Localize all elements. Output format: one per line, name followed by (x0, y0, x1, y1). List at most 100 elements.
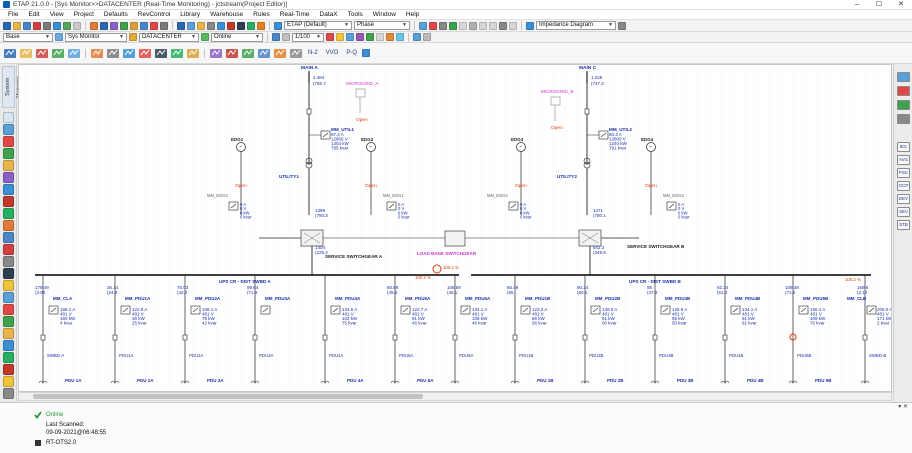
impedance-diagram-combo[interactable]: Impedance Diagram▼ (536, 21, 616, 30)
etap-mode-icon[interactable] (274, 21, 282, 30)
feeder-meter-reading[interactable]: 91 kW (602, 316, 616, 321)
feeder-meter-12-needle[interactable] (800, 307, 807, 313)
bolt-icon[interactable] (257, 21, 265, 30)
generator-2-symbol[interactable]: ~ (369, 145, 372, 151)
feeder-switch-label[interactable]: PDU5B (797, 353, 811, 358)
menu-rules[interactable]: Rules (253, 10, 270, 18)
left-tool-9-icon[interactable] (3, 208, 14, 219)
zoom-in-icon[interactable] (423, 33, 431, 41)
utility-meter-2-needle[interactable] (600, 132, 607, 138)
left-tool-2-icon[interactable] (3, 124, 14, 135)
etap-mode-combo[interactable]: ETAP (Default)▼ (284, 21, 352, 30)
meter-reading[interactable]: 0 kW (678, 210, 688, 215)
alarm-icon[interactable] (326, 33, 334, 41)
feeder-breaker-7[interactable] (452, 334, 458, 341)
left-tool-10-icon[interactable] (3, 220, 14, 231)
feeder-switch-label[interactable]: PDU1A (119, 353, 133, 358)
feeder-meter-reading[interactable]: 180 kW (60, 316, 76, 321)
feeder-breaker-1[interactable] (40, 334, 46, 341)
find-icon[interactable] (90, 21, 98, 30)
feeder-breaker-10[interactable] (652, 334, 658, 341)
switchgear-label[interactable]: SERVICE SWITCHGEAR B (627, 244, 685, 249)
right-tool-iec[interactable]: IEC (897, 142, 910, 152)
optimal-power-icon[interactable] (170, 46, 184, 60)
online-combo[interactable]: Online▼ (211, 32, 263, 42)
main-breaker-1[interactable] (306, 108, 312, 115)
feeder-meter-reading[interactable]: 134.1 A (472, 307, 487, 312)
feeder-meter-reading[interactable]: 134.5 A (342, 307, 357, 312)
meter-reading[interactable]: 0 kW (520, 210, 530, 215)
format-icon-10[interactable] (509, 21, 517, 30)
switching-icon[interactable] (209, 46, 223, 60)
save-icon[interactable] (13, 21, 21, 30)
playback-icon[interactable] (356, 33, 364, 41)
left-tool-20-icon[interactable] (3, 340, 14, 351)
left-tool-12-icon[interactable] (3, 244, 14, 255)
right-icon-4[interactable] (897, 114, 910, 124)
feeder-meter-7-needle[interactable] (462, 307, 469, 313)
meter-reading[interactable]: 0 kvar (678, 215, 690, 220)
base-combo[interactable]: Base▼ (3, 32, 53, 42)
generator-1[interactable] (236, 142, 246, 152)
meter-reading[interactable]: 0 A (398, 202, 404, 207)
cut-icon[interactable] (33, 21, 41, 30)
feeder-breaker-13[interactable] (862, 334, 868, 341)
feeder-meter-reading[interactable]: 95 kW (672, 316, 686, 321)
paste-icon[interactable] (53, 21, 61, 30)
meter-reading[interactable]: 0 V (678, 206, 684, 211)
load-bank-switchgear[interactable] (444, 230, 466, 247)
dc-system-icon[interactable] (122, 46, 136, 60)
short-circuit-icon[interactable] (19, 46, 33, 60)
left-tool-6-icon[interactable] (3, 172, 14, 183)
star-protection-icon[interactable] (257, 46, 271, 60)
feeder-switch-label[interactable]: PDU2B (589, 353, 603, 358)
switchgear-kw-out[interactable]: 942.3 (593, 245, 605, 250)
breaker-open-label[interactable]: Open (365, 183, 377, 189)
library-icon[interactable] (160, 21, 168, 30)
right-tool-avg[interactable]: AVG (897, 155, 910, 165)
menu-datax[interactable]: DataX (319, 10, 338, 18)
print-icon[interactable] (23, 21, 31, 30)
left-tool-8-icon[interactable] (3, 196, 14, 207)
menu-realtime[interactable]: Real-Time (279, 10, 310, 18)
feeder-meter-reading[interactable]: 70 kvar (810, 321, 825, 326)
menu-help[interactable]: Help (405, 10, 420, 18)
meter-name[interactable]: MM_UTIL1 (331, 127, 354, 132)
left-tool-16-icon[interactable] (3, 292, 14, 303)
datacenter-combo[interactable]: DATACENTER▼ (139, 32, 199, 42)
left-tool-5-icon[interactable] (3, 160, 14, 171)
panel-icon[interactable] (225, 46, 239, 60)
monitor-combo[interactable]: Sys Monitor▼ (65, 32, 127, 42)
vvo-label[interactable]: VVO (325, 50, 339, 56)
menu-edit[interactable]: Edit (28, 10, 40, 18)
feeder-switch-label[interactable]: PDU4B (729, 353, 743, 358)
feeder-meter-reading[interactable]: 108 kW (472, 316, 488, 321)
config-icon[interactable] (55, 33, 63, 41)
feeder-meter-3-needle[interactable] (192, 307, 199, 313)
feeder-meter-reading[interactable]: 481 V (877, 312, 889, 317)
format-icon-2[interactable] (429, 21, 437, 30)
feeder-switch-label[interactable]: PDU1B (519, 353, 533, 358)
feeder-meter-8-needle[interactable] (522, 307, 529, 313)
menu-tools[interactable]: Tools (347, 10, 363, 18)
switchgear-kw-out[interactable]: 1404 (315, 245, 326, 250)
copy-icon[interactable] (43, 21, 51, 30)
feeder-meter-reading[interactable]: 91 kW (412, 316, 426, 321)
feeder-breaker-4[interactable] (252, 334, 258, 341)
theme-icon[interactable] (150, 21, 158, 30)
bus-percent[interactable]: 100.2 % (845, 277, 861, 282)
feeder-meter-reading[interactable]: 205.0 A (877, 307, 892, 312)
feeder-meter-reading[interactable]: 42 kvar (202, 321, 217, 326)
left-tool-19-icon[interactable] (3, 328, 14, 339)
feeder-breaker-9[interactable] (582, 334, 588, 341)
utility-transformer-1[interactable] (305, 157, 313, 165)
switchgear-kw[interactable]: 1371 (593, 208, 604, 213)
feeder-meter-reading[interactable]: 56 kvar (532, 321, 547, 326)
zoom-out-icon[interactable] (282, 33, 290, 41)
feeder-meter-reading[interactable]: 139.5 A (602, 307, 617, 312)
feeder-meter-9-needle[interactable] (592, 307, 599, 313)
meter-name[interactable]: MM_EDG4 (487, 193, 508, 198)
feeder-meter-reading[interactable]: 25 kvar (132, 321, 147, 326)
feeder-meter-reading[interactable]: 481 V (810, 312, 822, 317)
feeder-meter-reading[interactable]: 481 V (202, 312, 214, 317)
